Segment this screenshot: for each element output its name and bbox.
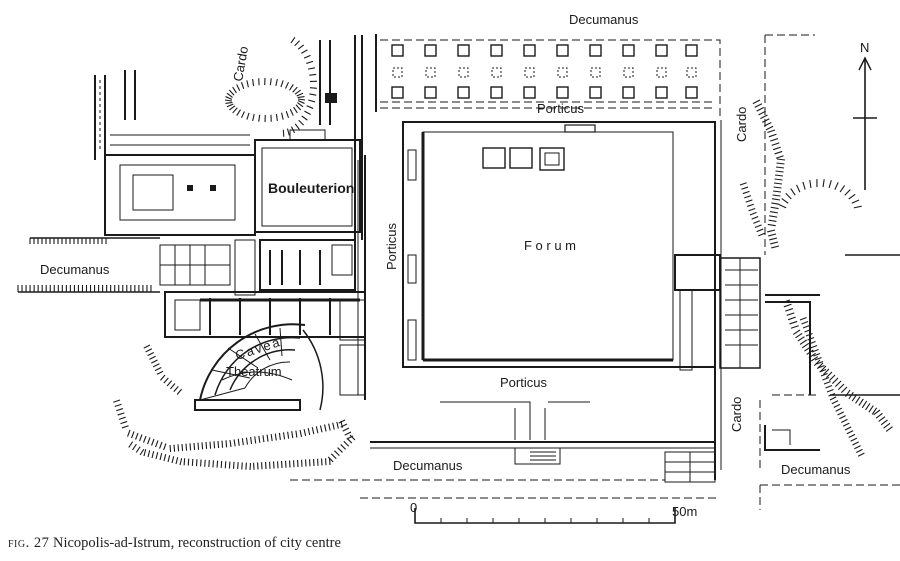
decumanus-right-label: Decumanus — [781, 462, 851, 477]
figure-number: fig. 27 — [8, 535, 50, 551]
decumanus-bottom-label: Decumanus — [393, 458, 463, 473]
decumanus-top-street — [375, 34, 721, 120]
decumanus-left-label: Decumanus — [40, 262, 110, 277]
theatrum-label: Theatrum — [226, 364, 282, 379]
bouleuterion-label: Bouleuterion — [268, 180, 354, 196]
top-colonnade — [391, 44, 698, 99]
cardo-right-upper-label: Cardo — [734, 107, 749, 142]
cardo-right-lower-label: Cardo — [729, 397, 744, 432]
hatched-scarp-left — [113, 37, 356, 471]
forum-south-entrance — [370, 120, 722, 480]
forum-label: F o r u m — [524, 238, 576, 253]
theatre — [194, 323, 324, 411]
figure-caption-text: Nicopolis-ad-Istrum, reconstruction of c… — [53, 535, 341, 551]
forum-area — [402, 121, 716, 368]
decumanus-west-street — [17, 237, 160, 293]
decumanus-top-label: Decumanus — [569, 12, 639, 27]
porticus-top-label: Porticus — [537, 101, 584, 116]
hatched-scarp-right — [739, 99, 893, 457]
scale-bar: 0 50m — [410, 500, 697, 524]
west-buildings — [94, 35, 366, 400]
scale-end-label: 50m — [672, 504, 697, 519]
scale-start-label: 0 — [410, 500, 417, 515]
decumanus-bottom-street — [290, 479, 720, 499]
porticus-bottom-label: Porticus — [500, 375, 547, 390]
north-label: N — [860, 40, 869, 55]
figure-caption: fig. 27 Nicopolis-ad-Istrum, reconstruct… — [8, 535, 341, 552]
porticus-left-label: Porticus — [384, 223, 399, 270]
cardo-topleft-label: Cardo — [230, 45, 251, 82]
east-gate — [664, 34, 900, 510]
north-arrow: N — [853, 40, 877, 190]
